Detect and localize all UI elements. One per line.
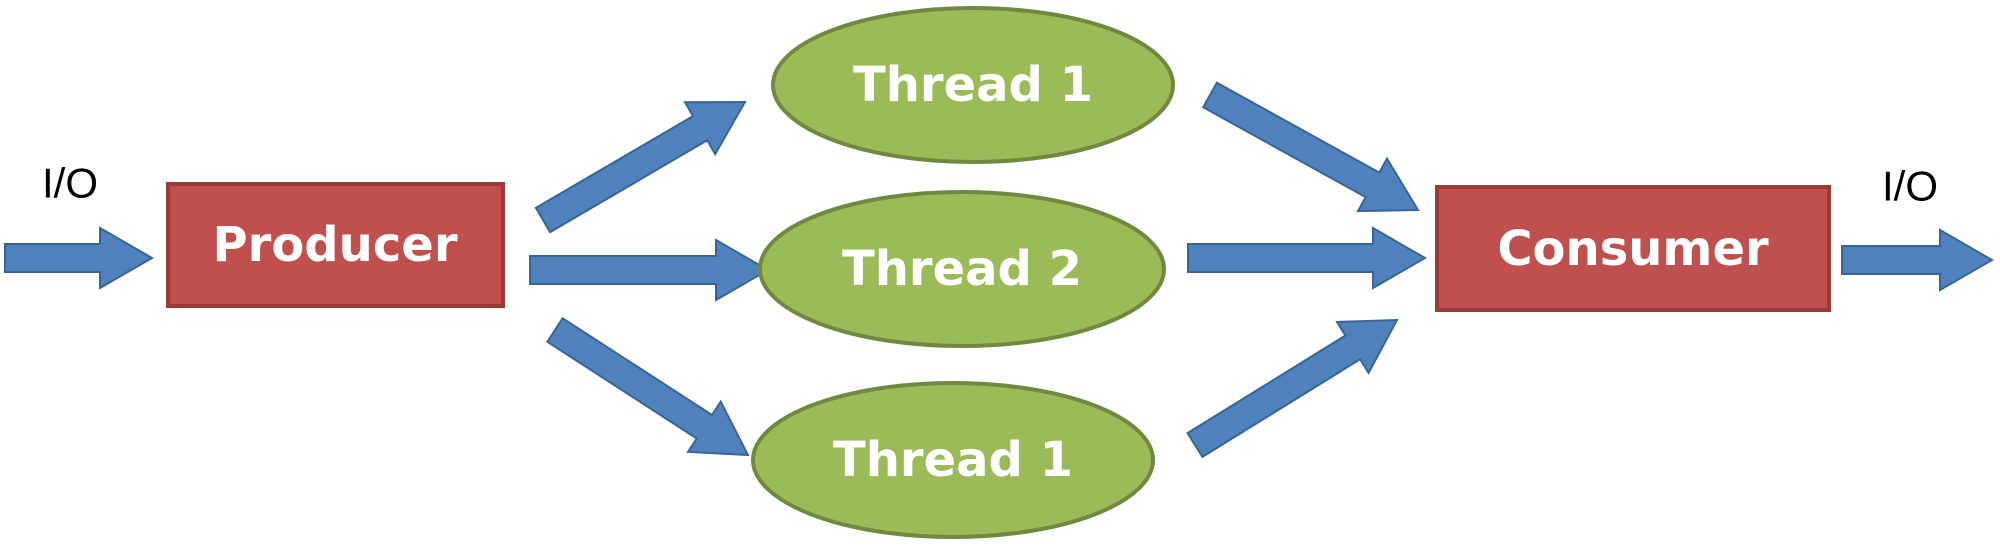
thread-label-1: Thread 1 xyxy=(853,57,1093,113)
producer-to-thread2-arrow xyxy=(529,238,771,302)
input-arrow xyxy=(4,226,155,290)
thread-ellipse-3 xyxy=(751,381,1155,539)
consumer-label: Consumer xyxy=(1497,221,1769,277)
producer-box xyxy=(166,182,505,308)
thread-ellipse-1 xyxy=(771,6,1175,164)
producer-to-thread3-arrow xyxy=(546,316,750,457)
thread3-to-consumer-arrow xyxy=(1186,318,1399,459)
thread-ellipse-2 xyxy=(758,190,1166,348)
output-io-label: I/O xyxy=(1882,163,1938,210)
arrows-group xyxy=(4,81,1995,459)
thread1-to-consumer-arrow xyxy=(1201,81,1420,213)
consumer-box xyxy=(1435,185,1831,312)
thread-label-3: Thread 1 xyxy=(833,432,1073,488)
output-arrow xyxy=(1841,228,1995,292)
producer-to-thread1-arrow xyxy=(534,100,747,234)
thread2-to-consumer-arrow xyxy=(1187,226,1428,290)
thread-label-2: Thread 2 xyxy=(842,241,1082,297)
input-io-label: I/O xyxy=(42,160,98,207)
producer-label: Producer xyxy=(212,217,457,273)
